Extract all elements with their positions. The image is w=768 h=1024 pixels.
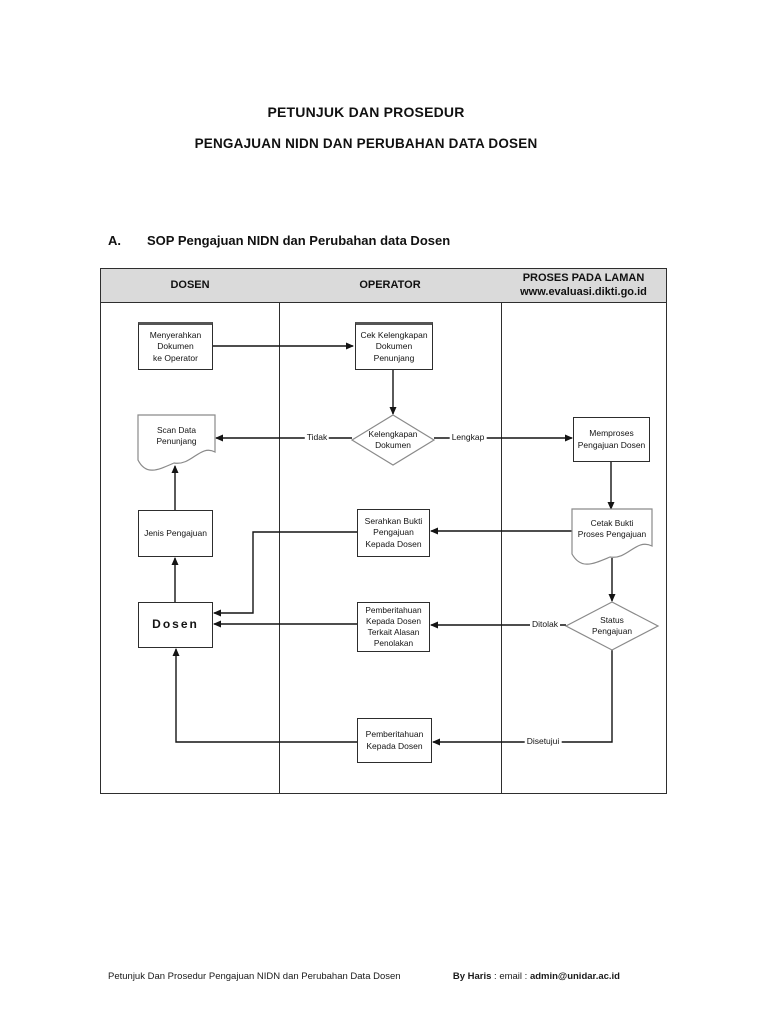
edge-label-ditolak: Ditolak <box>530 619 560 629</box>
swimlane-header-proses: PROSES PADA LAMAN www.evaluasi.dikti.go.… <box>501 269 666 302</box>
swimlane-header-row: DOSEN OPERATOR PROSES PADA LAMAN www.eva… <box>101 269 666 303</box>
edge-label-tidak: Tidak <box>304 432 330 442</box>
footer-author-separator: : email : <box>491 971 530 982</box>
flow-node-dosen: Dosen <box>138 602 213 648</box>
flow-node-pemberitahuan-dosen: Pemberitahuan Kepada Dosen <box>357 718 432 763</box>
swimlane-header-proses-line2: www.evaluasi.dikti.go.id <box>520 285 647 298</box>
flow-node-memproses: Memproses Pengajuan Dosen <box>573 417 650 462</box>
page-title-line-1: PETUNJUK DAN PROSEDUR <box>267 104 465 120</box>
section-label: A. <box>108 233 121 248</box>
section-title: SOP Pengajuan NIDN dan Perubahan data Do… <box>147 233 451 248</box>
column-divider-2 <box>501 269 503 793</box>
flow-node-pemberitahuan-penolakan: Pemberitahuan Kepada Dosen Terkait Alasa… <box>357 602 430 652</box>
column-divider-1 <box>279 269 281 793</box>
footer-author-name: By Haris <box>452 971 492 982</box>
flow-node-cek-kelengkapan: Cek Kelengkapan Dokumen Penunjang <box>355 322 433 370</box>
flow-node-menyerahkan-dokumen: Menyerahkan Dokumen ke Operator <box>138 322 213 370</box>
footer-author: By Haris : email : admin@unidar.ac.id <box>425 971 620 982</box>
footer-text: Petunjuk Dan Prosedur Pengajuan NIDN dan… <box>108 971 401 982</box>
footer-author-email: admin@unidar.ac.id <box>529 971 620 982</box>
page-title-line-2: PENGAJUAN NIDN DAN PERUBAHAN DATA DOSEN <box>194 136 538 151</box>
edge-label-disetujui: Disetujui <box>524 736 562 746</box>
section-heading: A. SOP Pengajuan NIDN dan Perubahan data… <box>108 233 450 248</box>
flow-node-serahkan-bukti: Serahkan Bukti Pengajuan Kepada Dosen <box>357 509 430 557</box>
edge-label-lengkap: Lengkap <box>449 432 487 442</box>
swimlane-header-operator: OPERATOR <box>359 278 421 291</box>
swimlane-table: DOSEN OPERATOR PROSES PADA LAMAN www.eva… <box>100 268 667 794</box>
flow-node-jenis-pengajuan: Jenis Pengajuan <box>138 510 213 557</box>
swimlane-header-proses-line1: PROSES PADA LAMAN <box>522 271 645 284</box>
swimlane-header-dosen: DOSEN <box>170 278 210 291</box>
